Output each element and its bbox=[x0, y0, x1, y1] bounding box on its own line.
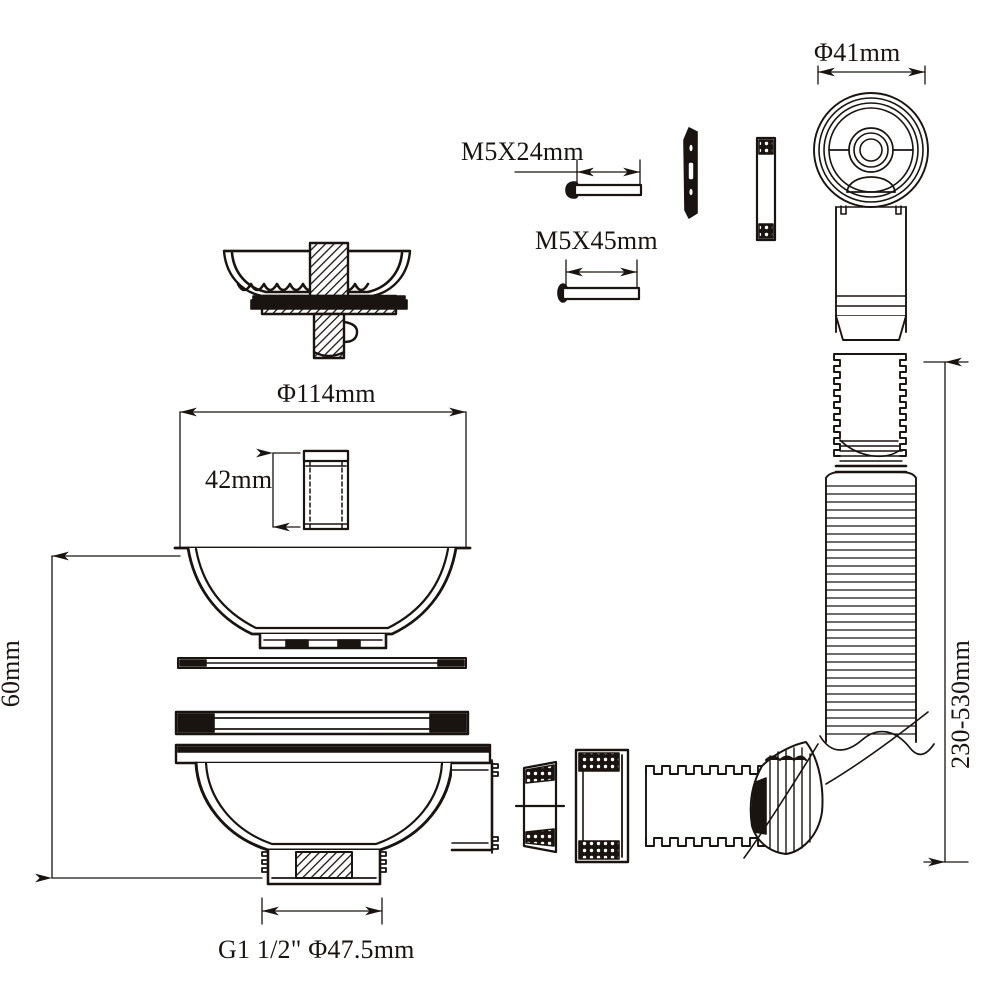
sleeve-insert-part bbox=[302, 449, 350, 531]
label-screw-m5x24: M5X24mm bbox=[461, 137, 584, 166]
outlet-washer-large-part bbox=[574, 748, 630, 864]
label-body-height: 60mm bbox=[0, 640, 25, 708]
dimension-60mm bbox=[35, 551, 263, 883]
overflow-cap-assembly-part bbox=[813, 65, 929, 341]
basket-strainer-part bbox=[222, 241, 412, 360]
label-sleeve-height: 42mm bbox=[205, 465, 273, 494]
overflow-gasket-rect-part bbox=[755, 136, 777, 242]
flat-washer-thin-part bbox=[177, 657, 467, 669]
label-overflow-cap-diameter: Φ41mm bbox=[814, 38, 901, 67]
drain-body-with-outlet-part bbox=[174, 743, 499, 886]
label-hose-length-range: 230-530mm bbox=[946, 640, 975, 769]
outlet-washer-small-part bbox=[514, 760, 566, 854]
overflow-gasket-shaped-part bbox=[683, 127, 698, 219]
label-thread-spec: G1 1/2" Φ47.5mm bbox=[218, 935, 415, 964]
hose-end-connector-part bbox=[743, 711, 929, 859]
dimension-g1-thread bbox=[261, 897, 383, 925]
dimension-230-530mm bbox=[923, 357, 969, 867]
corrugated-hose-long-part bbox=[819, 353, 935, 756]
rubber-seal-ring-part bbox=[174, 710, 470, 736]
strainer-flange-cone-part bbox=[173, 407, 472, 650]
label-flange-diameter: Φ114mm bbox=[277, 379, 376, 408]
screw-m5x45-part bbox=[557, 259, 641, 303]
corrugated-hose-short-part bbox=[645, 711, 929, 859]
label-screw-m5x45: M5X45mm bbox=[535, 226, 658, 255]
screw-m5x24-part bbox=[514, 159, 643, 199]
